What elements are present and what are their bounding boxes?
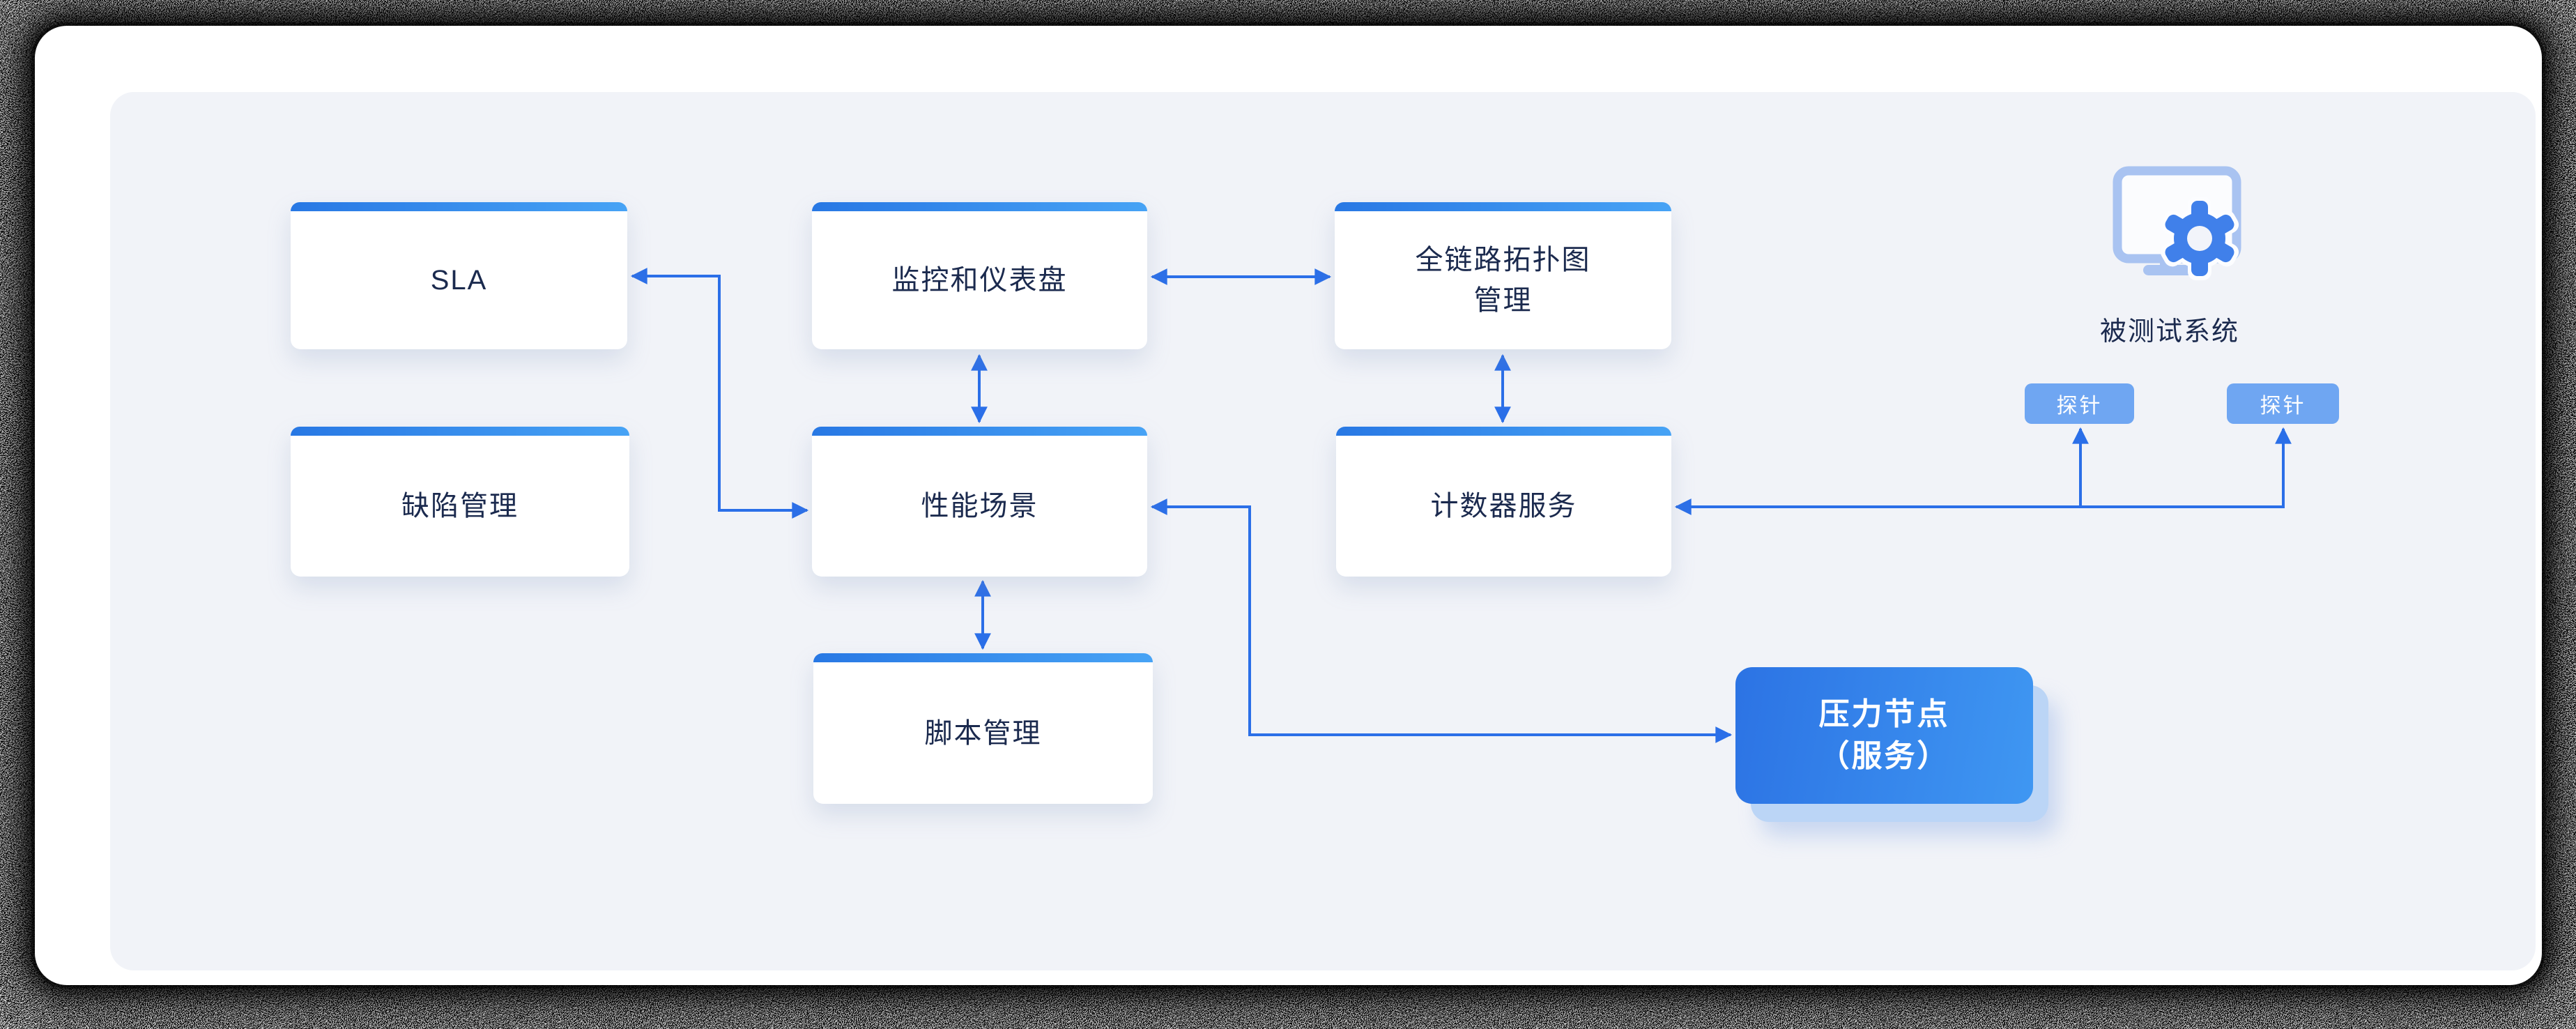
diagram-panel: SLA 缺陷管理 监控和仪表盘 性能场景 脚本管理 全链路拓扑图 管理 [110, 92, 2536, 970]
node-sla: SLA [291, 202, 627, 349]
node-performance-scenario: 性能场景 [812, 427, 1147, 577]
monitor-stand-base [2143, 265, 2196, 275]
node-label-line1: 全链路拓扑图 [1415, 245, 1591, 275]
gear [2160, 197, 2239, 280]
connector-layer [630, 268, 2292, 743]
probe-badge: 探针 [2227, 383, 2339, 424]
outer-card: SLA 缺陷管理 监控和仪表盘 性能场景 脚本管理 全链路拓扑图 管理 [35, 26, 2542, 985]
node-top-bar [813, 653, 1153, 662]
node-label: 缺陷管理 [401, 491, 519, 521]
node-label: 性能场景 [921, 491, 1038, 521]
connector-probes-counter [1674, 427, 2292, 515]
node-label: SLA [430, 265, 488, 296]
node-top-bar [291, 427, 629, 436]
node-pressure-node: 压力节点 （服务） [1735, 667, 2033, 804]
node-label: 监控和仪表盘 [891, 265, 1068, 296]
node-label: 计数器服务 [1430, 491, 1577, 521]
node-top-bar [1335, 202, 1671, 211]
node-script-management: 脚本管理 [813, 653, 1153, 804]
node-counter-service: 计数器服务 [1336, 427, 1671, 577]
node-label: 脚本管理 [924, 717, 1042, 749]
probe-badge: 探针 [2025, 383, 2134, 424]
node-top-bar [291, 202, 627, 211]
node-label-line2: 管理 [1473, 285, 1533, 316]
node-top-bar [812, 427, 1147, 436]
node-top-bar [1336, 427, 1671, 436]
connector-performance-sla [630, 268, 809, 519]
node-topology-management: 全链路拓扑图 管理 [1335, 202, 1671, 349]
system-under-test-label: 被测试系统 [2099, 317, 2239, 346]
node-defect-management: 缺陷管理 [291, 427, 629, 577]
connector-performance-pressure-node [1150, 498, 1733, 743]
node-label-line1: 压力节点 [1818, 697, 1950, 731]
node-top-bar [812, 202, 1147, 211]
gear-hole [2187, 226, 2212, 251]
node-label-line2: （服务） [1818, 739, 1950, 773]
monitor-gear-icon [2113, 166, 2241, 280]
node-monitoring-dashboard: 监控和仪表盘 [812, 202, 1147, 349]
